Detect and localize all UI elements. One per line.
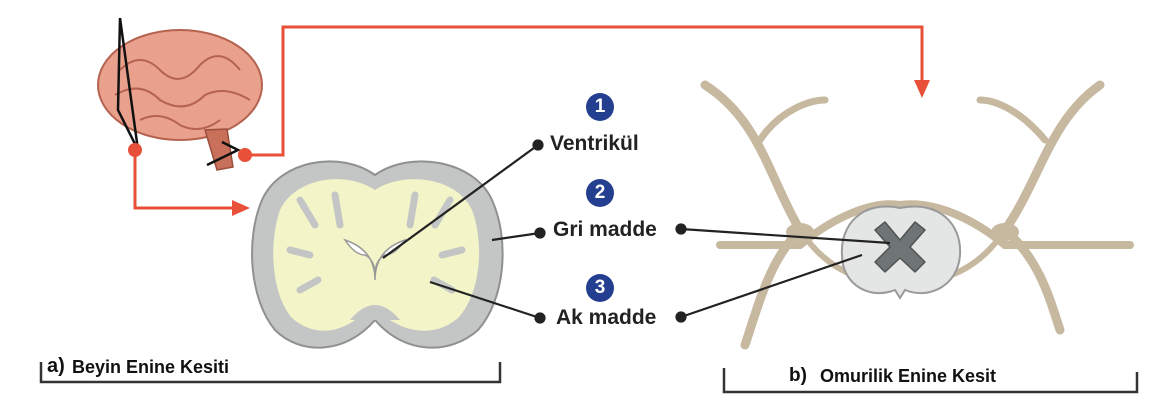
label-number-1: 1 — [586, 93, 614, 121]
label-gray-matter: Gri madde — [553, 218, 657, 241]
dorsal-root-ganglion — [991, 223, 1019, 241]
label-white-matter: Ak madde — [556, 306, 657, 329]
red-dot — [128, 143, 142, 157]
label-ventricle: Ventrikül — [550, 132, 639, 155]
caption-b-marker: b) — [789, 365, 807, 386]
label-number-2: 2 — [586, 179, 614, 207]
caption-a-text: Beyin Enine Kesiti — [72, 357, 230, 377]
bracket-a — [39, 362, 502, 384]
spinal-cord-cross-section — [840, 205, 962, 300]
arrowhead-spinal-section — [914, 80, 930, 98]
leader-lines — [382, 139, 891, 324]
brain-cross-section — [251, 160, 504, 349]
arrowhead-brain-section — [232, 200, 250, 216]
brain-illustration — [97, 17, 263, 171]
label-number-3: 3 — [586, 274, 614, 302]
connector-arrows — [133, 25, 924, 210]
red-dot — [238, 148, 252, 162]
caption-b-text: Omurilik Enine Kesit — [820, 366, 997, 386]
bracket-b — [722, 368, 1139, 394]
caption-a-marker: a) — [47, 355, 65, 377]
